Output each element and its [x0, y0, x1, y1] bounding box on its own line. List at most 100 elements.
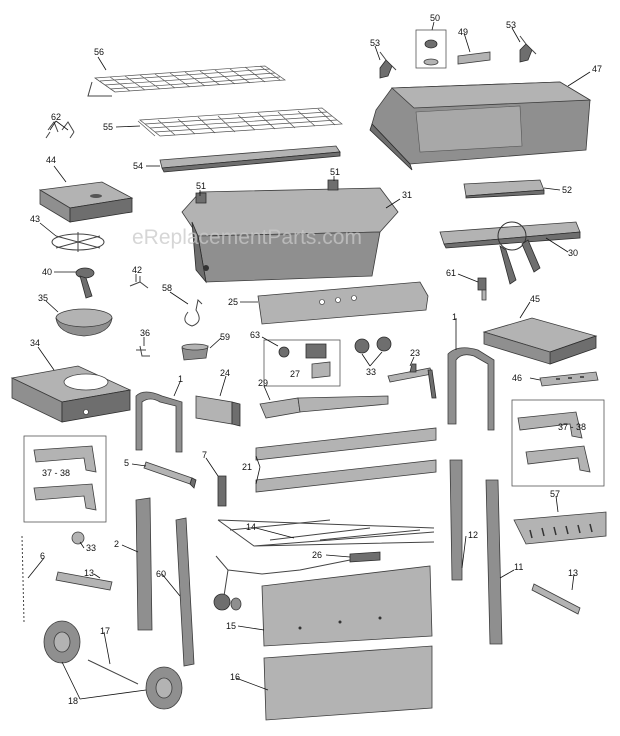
part-26-regulator-hose: [213, 551, 381, 611]
callout-13-left: 13: [84, 568, 94, 578]
callout-43: 43: [30, 214, 40, 224]
callout-51-right: 51: [330, 167, 340, 177]
callout-11: 11: [514, 562, 523, 572]
part-37-38-left-brackets: [23, 435, 107, 523]
part-18-wheels: [43, 620, 183, 710]
callout-labels: 56 55 54 62 51 51 31 44 43 40 42 35 58 2…: [30, 13, 602, 706]
callout-45: 45: [530, 294, 540, 304]
watermark-text: eReplacementParts.com: [132, 226, 362, 249]
callout-31: 31: [402, 190, 412, 200]
callout-7: 7: [202, 450, 207, 460]
callout-17: 17: [100, 626, 110, 636]
callout-1-left: 1: [178, 374, 183, 384]
callout-29: 29: [258, 378, 268, 388]
part-54-heat-plate: [159, 145, 341, 173]
callout-1-right: 1: [452, 312, 457, 322]
part-24-bracket: [195, 395, 241, 427]
callout-24: 24: [220, 368, 230, 378]
part-35-bowl: [55, 308, 113, 337]
callout-27: 27: [290, 369, 300, 379]
callout-5: 5: [124, 458, 129, 468]
part-37-38-right-brackets: [511, 399, 605, 487]
callout-56: 56: [94, 47, 104, 57]
part-6-rod: [21, 535, 25, 623]
part-61-valve: [477, 277, 487, 301]
callout-53-right: 53: [506, 20, 516, 30]
part-36-clip: [136, 345, 150, 357]
part-59-cup: [181, 343, 209, 361]
callout-25: 25: [228, 297, 238, 307]
callout-23: 23: [410, 348, 420, 358]
part-33-knobs: [354, 336, 392, 354]
callout-46: 46: [512, 373, 522, 383]
callout-37-38-right: 37 - 38: [558, 422, 586, 432]
part-60-rear-leg: [175, 517, 195, 667]
part-50-thermometer: [415, 29, 447, 69]
callout-58: 58: [162, 283, 172, 293]
part-33-knob-small: [71, 531, 85, 545]
callout-51-left: 51: [196, 181, 206, 191]
part-53-lid-hinges: [379, 35, 537, 79]
part-30-burner: [439, 221, 581, 285]
part-14-bottom-rack: [217, 519, 435, 547]
callout-13-right: 13: [568, 568, 578, 578]
part-42-wire: [129, 276, 149, 289]
callout-60: 60: [156, 569, 166, 579]
part-13-left-bracket: [55, 571, 113, 591]
callout-30: 30: [568, 248, 578, 258]
callout-37-38-left: 37 - 38: [42, 468, 70, 478]
part-1-left-leg-upper: [135, 391, 183, 453]
callout-49: 49: [458, 27, 468, 37]
callout-55: 55: [103, 122, 113, 132]
part-58-igniter-wire: [184, 298, 203, 327]
callout-2: 2: [114, 539, 119, 549]
part-31-firebox: [181, 187, 399, 284]
part-40-side-burner: [75, 267, 95, 299]
callout-53-left: 53: [370, 38, 380, 48]
callout-62: 62: [51, 112, 61, 122]
part-47-lid: [369, 81, 592, 171]
callout-14: 14: [246, 522, 256, 532]
callout-63: 63: [250, 330, 260, 340]
callout-44: 44: [46, 155, 56, 165]
part-51-hinges: [195, 179, 339, 204]
callout-47: 47: [592, 64, 602, 74]
part-34-side-shelf: [10, 365, 132, 423]
callout-42: 42: [132, 265, 142, 275]
callout-33-top: 33: [366, 367, 376, 377]
part-13-right-bracket: [531, 583, 581, 615]
callout-61: 61: [446, 268, 456, 278]
part-16-rear-panel: [263, 645, 433, 721]
callout-40: 40: [42, 267, 52, 277]
part-17-axle: [87, 659, 139, 685]
part-11-rear-leg: [485, 479, 503, 645]
callout-35: 35: [38, 293, 48, 303]
callout-26: 26: [312, 550, 322, 560]
part-62-clips: [45, 120, 75, 139]
callout-59: 59: [220, 332, 230, 342]
part-15-front-panel: [261, 565, 433, 647]
callout-21: 21: [242, 462, 252, 472]
callout-15: 15: [226, 621, 236, 631]
part-43-burner-grate: [51, 232, 105, 252]
part-21-crossbars: [255, 427, 437, 493]
part-5-bracket: [143, 461, 197, 489]
callout-34: 34: [30, 338, 40, 348]
callout-57: 57: [550, 489, 560, 499]
part-12-front-leg: [449, 459, 463, 581]
part-52-lid-handle: [463, 179, 545, 199]
part-29-grease-tray: [259, 395, 389, 419]
callout-50: 50: [430, 13, 440, 23]
callout-12: 12: [468, 530, 478, 540]
part-45-right-shelf: [482, 317, 598, 365]
part-23-bracket: [387, 363, 437, 399]
part-27-63-igniter-module: [263, 339, 341, 387]
part-1-right-leg-upper: [447, 347, 495, 431]
part-7-bracket: [217, 475, 227, 507]
part-49-badge: [457, 51, 491, 65]
part-44-side-shelf: [38, 181, 134, 223]
part-55-cooking-grate: [137, 107, 343, 137]
part-46-handle: [539, 371, 599, 387]
part-2-front-leg: [135, 497, 153, 631]
